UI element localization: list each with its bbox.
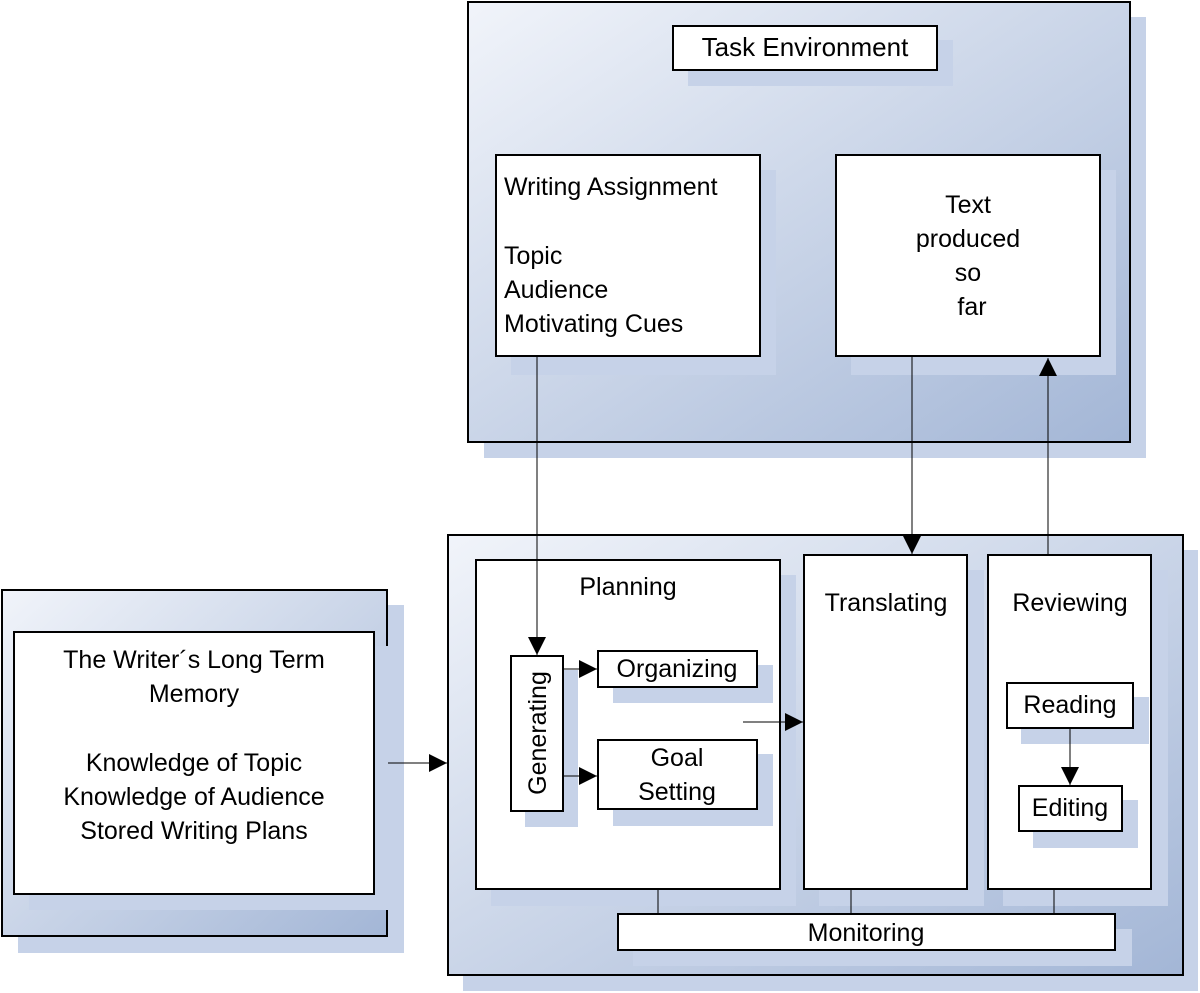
translating-box [803,554,968,890]
long-term-memory-title-line-2: Memory [149,680,240,708]
text-produced-line-4: far [957,293,986,321]
goal-setting-line-2: Setting [638,778,716,806]
reading-label: Reading [1023,691,1116,719]
organizing-box [597,650,758,688]
long-term-memory-item-topic: Knowledge of Topic [86,749,302,777]
task-environment-title: Task Environment [702,32,909,62]
text-produced-box [835,154,1101,357]
text-produced-line-1: Text [945,191,991,219]
generating-box [510,655,564,812]
writing-assignment-item-motivating-cues: Motivating Cues [504,310,683,338]
translating-title: Translating [825,589,948,617]
goal-setting-box [597,739,758,810]
writing-assignment-item-topic: Topic [504,242,562,270]
reading-box [1006,682,1134,729]
long-term-memory-box [13,631,375,895]
long-term-memory-title-line-1: The Writer´s Long Term [63,646,325,674]
goal-setting-line-1: Goal [651,744,704,772]
planning-title: Planning [579,573,676,601]
reviewing-title: Reviewing [1012,589,1127,617]
editing-box [1018,785,1123,832]
organizing-label: Organizing [617,655,738,683]
long-term-memory-item-audience: Knowledge of Audience [63,783,324,811]
monitoring-box [617,913,1116,951]
text-produced-line-3: so [955,259,981,287]
task-environment-panel: Task Environment Writing Assignment Topi… [467,1,1146,458]
writing-assignment-title: Writing Assignment [504,173,718,201]
generating-label: Generating [524,671,552,795]
writing-assignment-item-audience: Audience [504,276,608,304]
text-produced-line-2: produced [916,225,1020,253]
long-term-memory-panel: The Writer´s Long Term Memory Knowledge … [1,589,404,953]
writing-process-panel: Planning Generating Organizing Goal Sett… [447,534,1198,991]
monitoring-label: Monitoring [808,919,925,947]
task-environment-title-box [672,25,938,71]
writing-assignment-box [495,154,761,357]
connectors [388,357,1079,785]
long-term-memory-item-writing-plans: Stored Writing Plans [80,817,307,845]
editing-label: Editing [1032,794,1108,822]
